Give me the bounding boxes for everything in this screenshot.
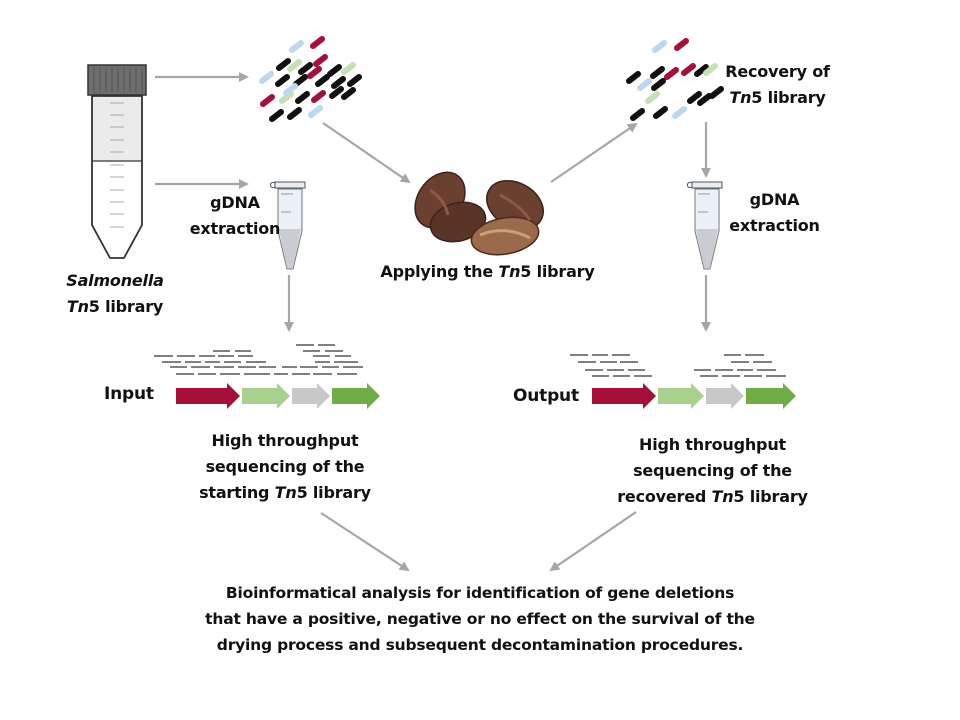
- transposon-fragment: [293, 74, 308, 87]
- arrow-right-seq-to-analysis: [549, 511, 637, 572]
- transposon-fragment: [307, 66, 322, 79]
- transposon-fragment: [672, 106, 687, 119]
- arrow-beans-to-recovery: [550, 122, 638, 183]
- transposon-fragment: [645, 91, 660, 104]
- sequencing-reads-icon: [154, 344, 363, 375]
- gene-arrow: [706, 383, 744, 409]
- gene-arrows-icon: [592, 383, 796, 409]
- transposon-fragment: [650, 66, 665, 79]
- transposon-fragment: [308, 105, 323, 118]
- output-label: Output: [513, 386, 579, 406]
- input-label: Input: [104, 384, 154, 404]
- transposon-fragment: [283, 83, 298, 96]
- transposon-fragment: [630, 108, 645, 121]
- transposon-fragment: [687, 91, 702, 104]
- transposon-fragment: [327, 64, 342, 77]
- transposon-fragment: [287, 59, 302, 72]
- transposon-fragment: [260, 94, 275, 107]
- gene-arrow: [242, 383, 290, 409]
- transposon-fragment: [709, 86, 724, 99]
- flow-arrows: [155, 72, 711, 572]
- gene-arrow: [176, 383, 240, 409]
- gene-arrow: [292, 383, 330, 409]
- transposon-fragment: [341, 87, 356, 100]
- transposon-fragment: [664, 67, 679, 80]
- gene-arrows-icon: [176, 383, 380, 409]
- transposon-fragment: [626, 71, 641, 84]
- transposon-fragment: [298, 62, 313, 75]
- transposon-fragment: [653, 106, 668, 119]
- transposon-library-icon: [626, 38, 724, 121]
- transposon-fragment: [269, 109, 284, 122]
- bioinformatics-analysis-label: Bioinformatical analysis for identificat…: [205, 584, 755, 654]
- transposon-fragment: [311, 90, 326, 103]
- recovery-library-label: Recovery of Tn5 library: [725, 62, 830, 107]
- gdna-extraction-right-label: gDNA extraction: [729, 190, 820, 235]
- transposon-fragment: [652, 40, 667, 53]
- sequencing-output-label: High throughput sequencing of the recove…: [617, 435, 808, 506]
- transposon-fragment: [276, 58, 291, 71]
- transposon-fragment: [674, 38, 689, 51]
- sequencing-reads-icon: [570, 354, 786, 377]
- gene-arrow: [332, 383, 380, 409]
- arrow-left-seq-to-analysis: [320, 512, 410, 572]
- transposon-fragment: [703, 63, 718, 76]
- transposon-fragment: [313, 54, 328, 67]
- transposon-fragment: [287, 107, 302, 120]
- transposon-fragment: [681, 63, 696, 76]
- transposon-fragment: [331, 76, 346, 89]
- applying-library-label: Applying the Tn5 library: [380, 262, 595, 281]
- transposon-fragment: [310, 36, 325, 49]
- transposon-fragment: [697, 93, 712, 106]
- falcon-tube-icon: [87, 64, 147, 259]
- transposon-fragment: [289, 40, 304, 53]
- transposon-fragment: [259, 71, 274, 84]
- transposon-library-icon: [259, 36, 362, 122]
- eppendorf-tube-icon: [686, 181, 723, 270]
- transposon-fragment: [329, 86, 344, 99]
- gene-arrow: [746, 383, 796, 409]
- transposon-fragment: [341, 62, 356, 75]
- transposon-fragment: [279, 91, 294, 104]
- salmonella-library-label: Salmonella Tn5 library: [66, 271, 164, 316]
- transposon-fragment: [295, 91, 310, 104]
- gene-arrow: [658, 383, 704, 409]
- gdna-extraction-left-label: gDNA extraction: [189, 193, 281, 238]
- gene-arrow: [592, 383, 656, 409]
- transposon-fragment: [637, 78, 652, 91]
- sequencing-input-label: High throughput sequencing of the starti…: [199, 431, 371, 502]
- transposon-fragment: [315, 74, 330, 87]
- transposon-fragment: [694, 64, 709, 77]
- transposon-fragment: [275, 74, 290, 87]
- transposon-fragment: [651, 78, 666, 91]
- arrow-library-to-beans: [322, 122, 411, 184]
- cocoa-beans-icon: [414, 171, 544, 256]
- eppendorf-tube-icon: [269, 181, 306, 270]
- transposon-fragment: [347, 74, 362, 87]
